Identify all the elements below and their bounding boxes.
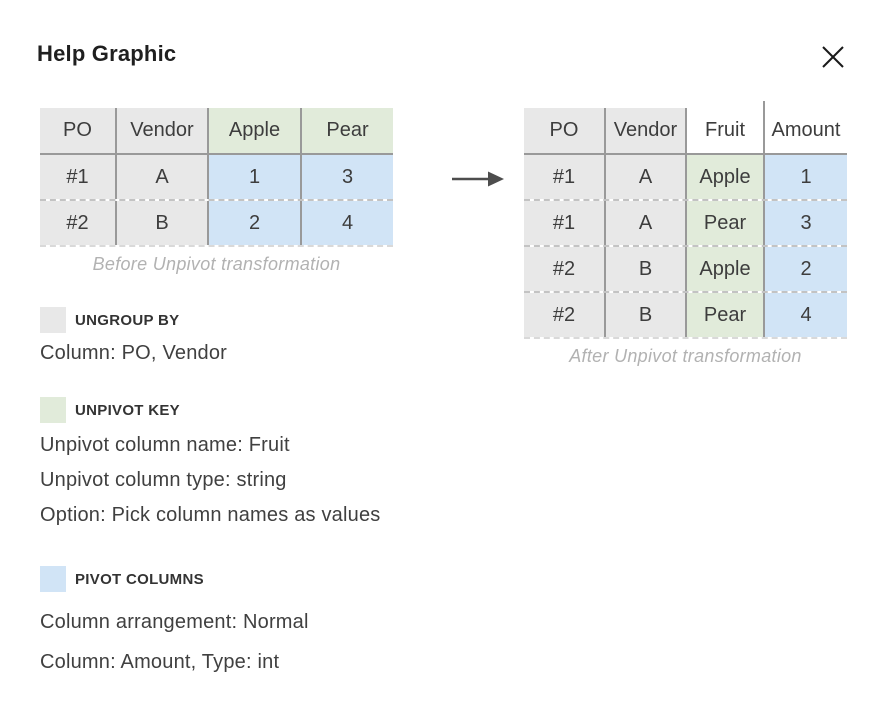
ungroup-by-swatch <box>40 307 66 333</box>
legend-line: Column arrangement: Normal <box>40 611 309 633</box>
before-table-caption: Before Unpivot transformation <box>92 254 341 274</box>
table-header-cell: Vendor <box>604 108 685 153</box>
table-header-row: PO Vendor Apple Pear <box>40 108 393 155</box>
after-table-caption: After Unpivot transformation <box>569 346 802 366</box>
legend-unpivot-key: UNPIVOT KEY <box>40 397 180 423</box>
table-cell: Apple <box>685 247 763 291</box>
table-cell: 1 <box>763 155 847 199</box>
close-icon <box>822 46 844 68</box>
table-cell: Pear <box>685 293 763 337</box>
table-cell: 3 <box>763 201 847 245</box>
column-divider-tick <box>763 101 765 108</box>
legend-title: PIVOT COLUMNS <box>75 570 204 588</box>
legend-title: UNGROUP BY <box>75 311 180 329</box>
dialog-title: Help Graphic <box>37 41 177 66</box>
table-row: #2 B Pear 4 <box>524 291 847 339</box>
table-header-cell: Vendor <box>115 108 207 153</box>
legend-line: Unpivot column type: string <box>40 469 287 491</box>
table-row: #1 A Pear 3 <box>524 199 847 245</box>
unpivot-key-swatch <box>40 397 66 423</box>
table-cell: #1 <box>524 155 604 199</box>
table-row: #2 B Apple 2 <box>524 245 847 291</box>
legend-line: Column: PO, Vendor <box>40 342 228 364</box>
table-cell: 1 <box>207 155 300 199</box>
pivot-columns-swatch <box>40 566 66 592</box>
table-header-cell: PO <box>40 108 115 153</box>
before-unpivot-table: PO Vendor Apple Pear #1 A 1 3 #2 B 2 4 B… <box>40 108 393 275</box>
table-cell: A <box>604 155 685 199</box>
legend-title: UNPIVOT KEY <box>75 401 180 419</box>
table-cell: 4 <box>300 201 393 245</box>
table-cell: #1 <box>40 155 115 199</box>
table-row: #2 B 2 4 <box>40 199 393 247</box>
table-cell: 2 <box>763 247 847 291</box>
close-button[interactable] <box>818 42 848 72</box>
table-row: #1 A Apple 1 <box>524 155 847 199</box>
table-cell: #1 <box>524 201 604 245</box>
table-cell: A <box>115 155 207 199</box>
table-cell: #2 <box>524 247 604 291</box>
legend-ungroup-by: UNGROUP BY <box>40 307 179 333</box>
legend-pivot-columns: PIVOT COLUMNS <box>40 566 204 592</box>
table-cell: A <box>604 201 685 245</box>
table-cell: Pear <box>685 201 763 245</box>
table-cell: 2 <box>207 201 300 245</box>
legend-line: Column: Amount, Type: int <box>40 651 280 673</box>
after-unpivot-table: PO Vendor Fruit Amount #1 A Apple 1 #1 A… <box>524 101 847 367</box>
table-cell: Apple <box>685 155 763 199</box>
table-cell: B <box>604 247 685 291</box>
table-row: #1 A 1 3 <box>40 155 393 199</box>
table-header-cell: Amount <box>763 108 847 153</box>
table-cell: 3 <box>300 155 393 199</box>
legend-line: Unpivot column name: Fruit <box>40 434 290 456</box>
table-cell: B <box>115 201 207 245</box>
table-header-cell: Apple <box>207 108 300 153</box>
arrow-right-icon <box>452 171 504 187</box>
table-header-cell: Fruit <box>685 108 763 153</box>
table-header-cell: PO <box>524 108 604 153</box>
table-cell: #2 <box>40 201 115 245</box>
table-cell: 4 <box>763 293 847 337</box>
table-cell: #2 <box>524 293 604 337</box>
table-header-cell: Pear <box>300 108 393 153</box>
table-cell: B <box>604 293 685 337</box>
legend-line: Option: Pick column names as values <box>40 504 381 526</box>
table-header-row: PO Vendor Fruit Amount <box>524 108 847 155</box>
